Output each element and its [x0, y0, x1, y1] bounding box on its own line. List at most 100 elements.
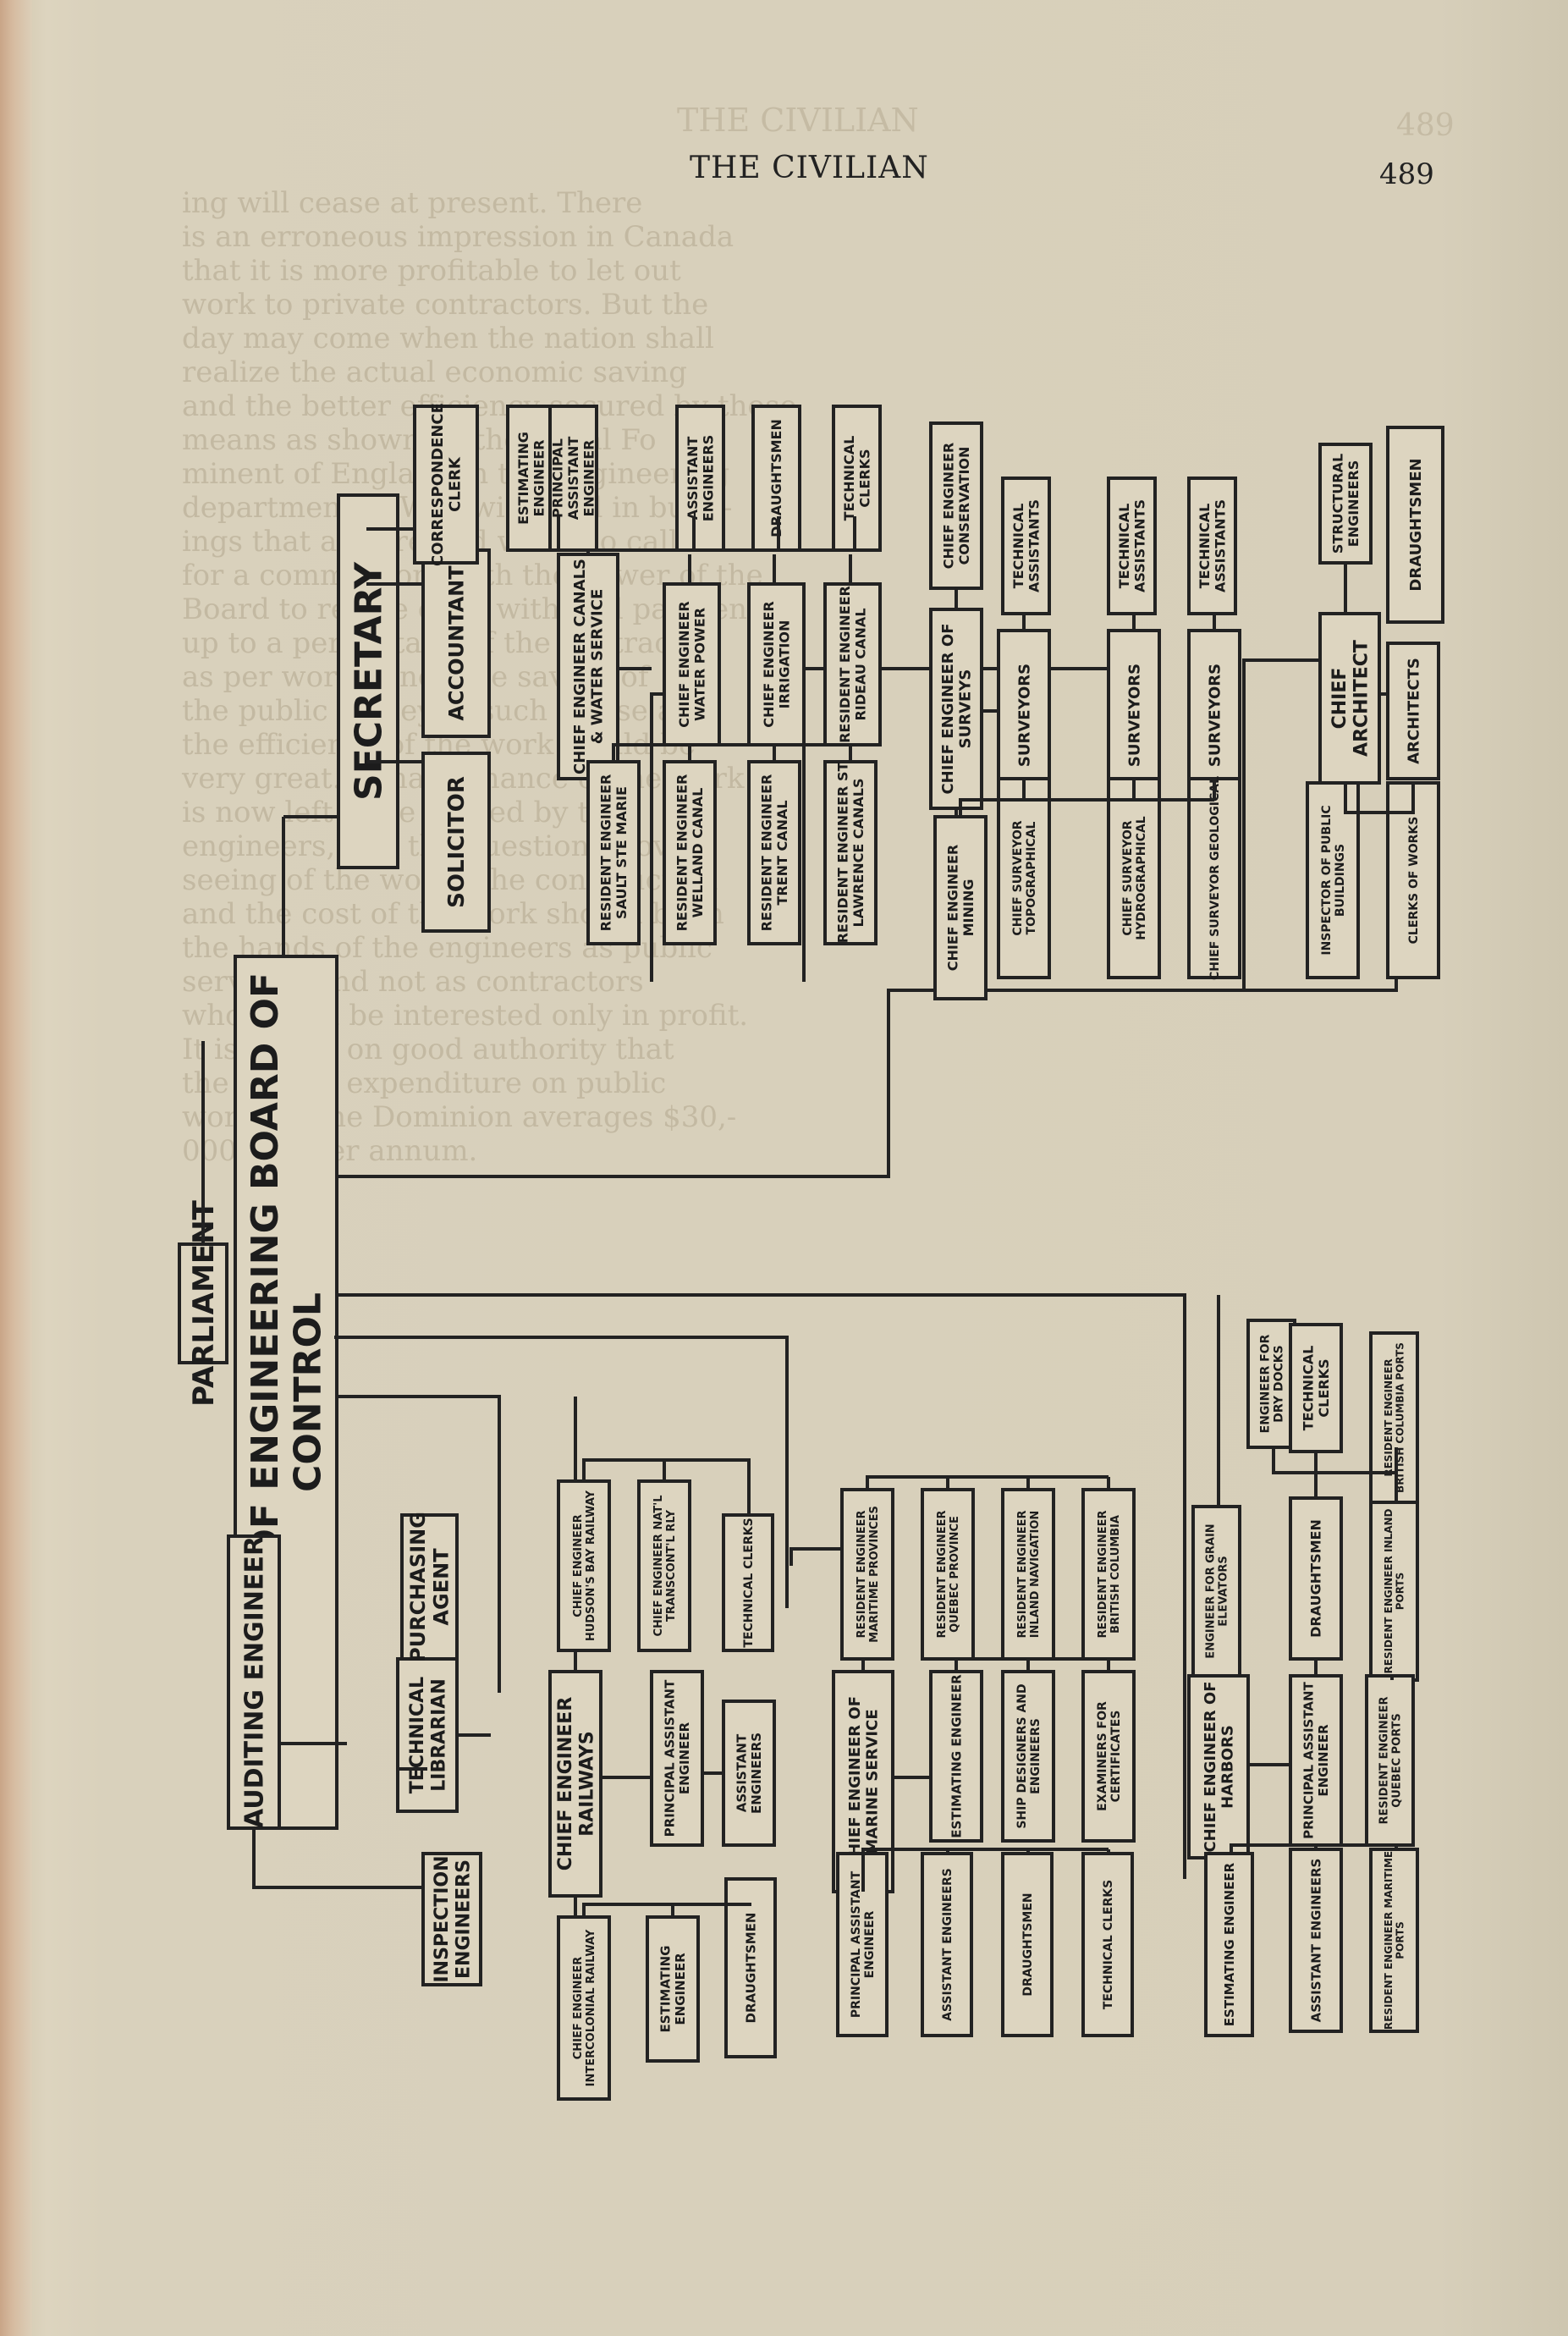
connector-line: [1248, 1659, 1394, 1766]
connector-line: [533, 516, 856, 552]
box-label: CHIEF ENGINEERHUDSON'S BAY RAILWAY: [572, 1490, 597, 1641]
box-label: RESIDENT ENGINEERBRITISH COLUMBIA: [1097, 1511, 1122, 1639]
inspection-engineers-box: INSPECTIONENGINEERS: [421, 1852, 482, 1986]
box-label: SECRETARY: [347, 561, 390, 801]
box-label: AUDITING ENGINEER: [240, 1536, 270, 1828]
box-label: ESTIMATING ENGINEER: [1222, 1862, 1237, 2026]
box-label: DRAUGHTSMEN: [1021, 1892, 1035, 1996]
box-label: CHIEFARCHITECT: [1329, 640, 1372, 757]
box-label: RESIDENT ENGINEERINLAND NAVIGATION: [1016, 1511, 1042, 1639]
box-label: SURVEYORS: [1206, 664, 1224, 767]
resident-engineer-quebec-ports-box: RESIDENT ENGINEERQUEBEC PORTS: [1365, 1674, 1415, 1847]
technical-clerks-box: TECHNICALCLERKS: [832, 405, 882, 552]
resident-engineer-welland-canal-box: RESIDENT ENGINEERWELLAND CANAL: [663, 760, 717, 945]
chief-engineer-hudsons-bay-railway-box: CHIEF ENGINEERHUDSON'S BAY RAILWAY: [557, 1479, 611, 1652]
box-label: RESIDENT ENGINEERTRENT CANAL: [758, 774, 790, 932]
box-label: INSPECTOR OF PUBLICBUILDINGS: [1320, 805, 1347, 955]
page-number: 489: [1379, 157, 1434, 191]
box-label: PURCHASINGAGENT: [406, 1512, 454, 1662]
bleed-through-header: THE CIVILIAN: [677, 102, 919, 139]
box-label: SURVEYORS: [1015, 664, 1033, 767]
box-label: CHIEF ENGINEER OFHARBORS: [1202, 1681, 1237, 1852]
box-label: TECHNICAL CLERKS: [742, 1518, 756, 1647]
running-header-title: THE CIVILIAN: [690, 151, 929, 185]
architects-box: ARCHITECTS: [1386, 642, 1440, 780]
estimating-engineer-box: ESTIMATINGENGINEER: [506, 405, 556, 552]
box-label: PRINCIPAL ASSISTANTENGINEER: [663, 1679, 692, 1837]
assistant-engineers-box: ASSISTANT ENGINEERS: [1289, 1848, 1343, 2033]
resident-engineer-quebec-province-box: RESIDENT ENGINEERQUEBEC PROVINCE: [921, 1488, 975, 1661]
box-label: ACCOUNTANT: [444, 565, 468, 721]
draughtsmen-box: DRAUGHTSMEN: [1289, 1496, 1343, 1661]
connector-line: [601, 1771, 723, 1779]
connector-line: [582, 1458, 751, 1515]
assistant-engineers-box: ASSISTANTENGINEERS: [675, 405, 725, 552]
box-label: CHIEF ENGINEERRAILWAYS: [555, 1697, 597, 1871]
chief-architect-box: CHIEFARCHITECT: [1318, 612, 1381, 785]
connector-line: [1272, 1447, 1398, 1502]
box-label: RESIDENT ENGINEER MARITIMEPORTS: [1383, 1851, 1406, 2030]
resident-engineer-british-columbia-box: RESIDENT ENGINEERBRITISH COLUMBIA: [1081, 1488, 1136, 1661]
resident-engineer-sault-ste-marie-box: RESIDENT ENGINEERSAULT STE MARIE: [586, 760, 641, 945]
box-label: ASSISTANT ENGINEERS: [1308, 1859, 1323, 2023]
box-label: DRAUGHTSMEN: [768, 419, 784, 537]
box-label: ESTIMATING ENGINEER: [949, 1674, 964, 1838]
technical-clerks-box: TECHNICALCLERKS: [1289, 1323, 1343, 1453]
box-label: TECHNICAL CLERKS: [1102, 1880, 1115, 2009]
resident-engineer-inland-navigation-box: RESIDENT ENGINEERINLAND NAVIGATION: [1001, 1488, 1055, 1661]
chief-engineer-natl-transcontl-railway-box: CHIEF ENGINEER NAT'LTRANSCONT'L RLY: [637, 1479, 691, 1652]
box-label: ENGINEER FORDRY DOCKS: [1258, 1334, 1285, 1433]
technical-assistants-box: TECHNICALASSISTANTS: [1107, 477, 1157, 615]
connector-line: [955, 588, 1216, 713]
box-label: RESIDENT ENGINEERBRITISH COLUMBIA PORTS: [1383, 1342, 1406, 1493]
box-label: ESTIMATINGENGINEER: [515, 432, 547, 525]
box-label: ENGINEER FOR GRAINELEVATORS: [1205, 1523, 1230, 1658]
estimating-engineer-box: ESTIMATINGENGINEER: [646, 1915, 700, 2063]
resident-engineer-inland-ports-box: RESIDENT ENGINEER INLANDPORTS: [1369, 1501, 1419, 1682]
box-label: RESIDENT ENGINEERRIDEAU CANAL: [837, 586, 868, 743]
box-label: RESIDENT ENGINEERQUEBEC PROVINCE: [936, 1511, 961, 1639]
box-label: CORRESPONDENCECLERK: [429, 403, 465, 566]
ship-designers-and-engineers-box: SHIP DESIGNERS ANDENGINEERS: [1001, 1670, 1055, 1843]
box-label: RESIDENT ENGINEERMARITIME PROVINCES: [856, 1506, 881, 1643]
examiners-for-certificates-box: EXAMINERS FORCERTIFICATES: [1081, 1670, 1136, 1843]
chief-engineer-of-surveys-box: CHIEF ENGINEER OFSURVEYS: [929, 608, 983, 810]
box-label: RESIDENT ENGINEER STLAWRENCE CANALS: [834, 763, 866, 944]
technical-librarian-box: TECHNICALLIBRARIAN: [396, 1657, 459, 1813]
box-label: SOLICITOR: [444, 776, 470, 908]
accountant-box: ACCOUNTANT: [421, 548, 491, 738]
box-label: CHIEF ENGINEERWATER POWER: [676, 601, 707, 728]
connector-line: [861, 1848, 1110, 1892]
resident-engineer-rideau-canal-box: RESIDENT ENGINEERRIDEAU CANAL: [823, 582, 882, 747]
box-label: CHIEF ENGINEERIRRIGATION: [761, 601, 792, 728]
connector-line: [337, 1395, 501, 1693]
resident-engineer-st-lawrence-canals-box: RESIDENT ENGINEER STLAWRENCE CANALS: [823, 760, 878, 945]
chief-engineer-canals-box: CHIEF ENGINEER CANALS& WATER SERVICE: [557, 553, 619, 780]
box-label: ASSISTANTENGINEERS: [685, 435, 716, 522]
chief-surveyor-topographical-box: CHIEF SURVEYORTOPOGRAPHICAL: [997, 777, 1051, 979]
surveyors-box: SURVEYORS: [1107, 629, 1161, 802]
connector-line: [334, 1336, 789, 1608]
surveyors-box: SURVEYORS: [997, 629, 1051, 802]
box-label: SURVEYORS: [1125, 664, 1143, 767]
inspector-of-public-buildings-box: INSPECTOR OF PUBLICBUILDINGS: [1306, 781, 1360, 979]
connector-line: [893, 1657, 1110, 1779]
box-label: ESTIMATINGENGINEER: [658, 1946, 688, 2033]
principal-assistant-engineer-box: PRINCIPAL ASSISTANTENGINEER: [1289, 1674, 1343, 1847]
correspondence-clerk-box: CORRESPONDENCECLERK: [413, 403, 479, 566]
box-label: PRINCIPAL ASSISTANTENGINEER: [1301, 1681, 1331, 1838]
chief-engineer-irrigation-box: CHIEF ENGINEERIRRIGATION: [747, 582, 806, 747]
resident-engineer-maritime-provinces-box: RESIDENT ENGINEERMARITIME PROVINCES: [840, 1488, 894, 1661]
box-label: PRINCIPALASSISTANTENGINEER: [550, 437, 597, 521]
box-label: RESIDENT ENGINEER INLANDPORTS: [1383, 1508, 1406, 1673]
chief-surveyor-hydrographical-box: CHIEF SURVEYORHYDROGRAPHICAL: [1107, 777, 1161, 979]
box-label: CLERKS OF WORKS: [1407, 817, 1421, 945]
box-label: CHIEF SURVEYOR GEOLOGICAL: [1208, 776, 1222, 980]
connector-line: [612, 743, 852, 762]
connector-line: [688, 554, 852, 584]
chief-engineer-intercolonial-railway-box: CHIEF ENGINEERINTERCOLONIAL RAILWAY: [557, 1915, 611, 2101]
chief-engineer-harbors-box: CHIEF ENGINEER OFHARBORS: [1187, 1674, 1250, 1859]
box-label: SHIP DESIGNERS ANDENGINEERS: [1015, 1683, 1043, 1828]
